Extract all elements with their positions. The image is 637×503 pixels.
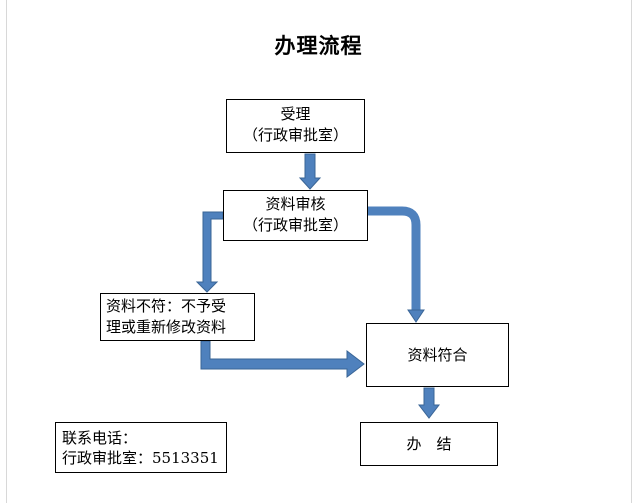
step-nonconform-line1: 资料不符：不予受 <box>106 297 227 315</box>
step-conform-box: 资料符合 <box>366 323 509 387</box>
step-handle-box: 办 结 <box>360 422 498 466</box>
arrow-conform-to-handle <box>417 387 441 419</box>
step-review-box: 资料审核 （行政审批室） <box>223 190 368 241</box>
page-edge-right <box>631 0 632 503</box>
step-review-dept: （行政审批室） <box>242 216 348 234</box>
arrow-accept-to-review <box>298 153 322 190</box>
step-handle-label: 办 结 <box>406 435 452 453</box>
page-title: 办理流程 <box>274 33 363 58</box>
step-accept-box: 受理 （行政审批室） <box>226 99 365 153</box>
step-accept-label: 受理 <box>280 105 311 123</box>
step-nonconform-line2: 理或重新修改资料 <box>106 318 227 336</box>
step-nonconform-box: 资料不符：不予受 理或重新修改资料 <box>100 293 255 341</box>
step-accept-dept: （行政审批室） <box>242 126 348 144</box>
contact-heading: 联系电话： <box>62 429 138 447</box>
contact-phone: 行政审批室：5513351 <box>62 449 219 467</box>
arrow-review-to-conform-head <box>407 309 425 323</box>
step-review-label: 资料审核 <box>265 195 326 213</box>
page-edge-left <box>6 0 7 503</box>
arrow-review-to-nonconform <box>195 211 224 293</box>
arrow-review-to-conform <box>368 206 421 312</box>
step-conform-label: 资料符合 <box>407 346 468 364</box>
contact-info-box: 联系电话： 行政审批室：5513351 <box>55 422 227 473</box>
arrow-nonconform-to-conform <box>200 340 365 379</box>
